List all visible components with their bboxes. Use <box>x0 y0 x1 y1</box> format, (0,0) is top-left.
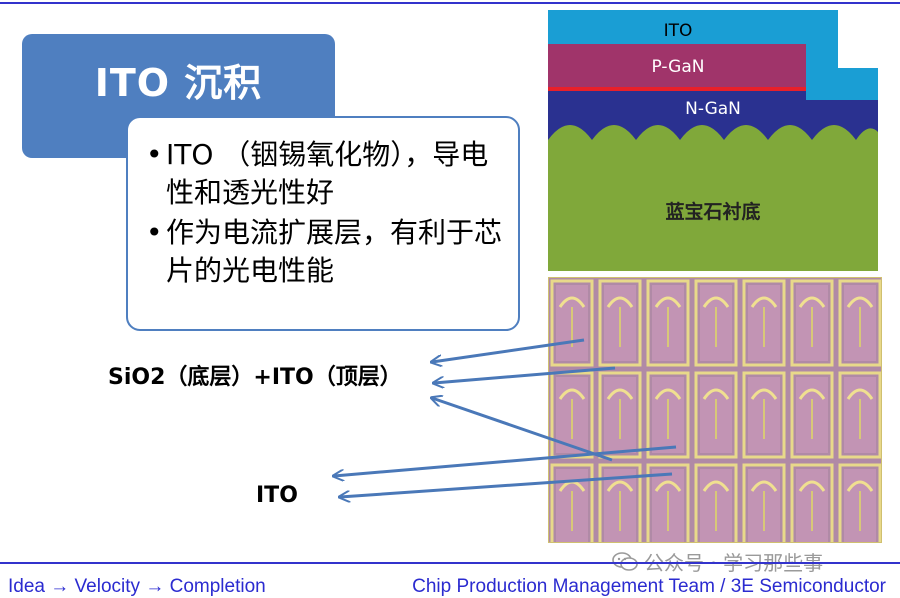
microscope-image <box>548 277 882 543</box>
layer-pgan-label: P-GaN <box>652 57 705 77</box>
layer-stack-diagram: ITO P-GaN N-GaN 蓝宝石衬底 <box>548 10 878 271</box>
footer-completion: Completion <box>169 576 266 597</box>
footer-idea: Idea <box>8 576 45 597</box>
slide-title: ITO 沉积 <box>94 61 263 105</box>
top-rule <box>0 2 900 4</box>
bullet-box: • ITO （铟锡氧化物），导电性和透光性好 • 作为电流扩展层，有利于芯片的光… <box>126 116 520 331</box>
ito-layer <box>548 10 838 46</box>
ito-step <box>806 44 878 100</box>
ngan-bumps <box>548 125 878 144</box>
bullet-item: • ITO （铟锡氧化物），导电性和透光性好 <box>146 136 502 212</box>
bullet-dot: • <box>146 138 163 171</box>
layer-ito-label: ITO <box>664 21 693 41</box>
pgan-layer <box>548 44 806 88</box>
bullet-text: 作为电流扩展层，有利于芯片的光电性能 <box>166 216 503 287</box>
bullet-item: • 作为电流扩展层，有利于芯片的光电性能 <box>146 214 502 290</box>
layer-ngan-label: N-GaN <box>685 99 741 119</box>
substrate-layer <box>548 128 878 271</box>
junction-line <box>548 87 806 91</box>
footer-velocity: Velocity <box>74 576 141 597</box>
arrow-right-icon: → <box>50 576 70 597</box>
arrow-right-icon: → <box>145 576 165 597</box>
substrate-label: 蓝宝石衬底 <box>665 200 760 223</box>
footer-team: Chip Production Management Team / 3E Sem… <box>412 576 886 597</box>
bullet-dot: • <box>146 216 163 249</box>
label-ito: ITO <box>256 483 298 508</box>
bullet-text: ITO （铟锡氧化物），导电性和透光性好 <box>166 138 489 209</box>
footer-tagline: Idea → Velocity → Completion <box>8 576 266 598</box>
footer-rule <box>0 562 900 564</box>
label-sio2-ito: SiO2（底层）+ITO（顶层） <box>108 365 402 390</box>
